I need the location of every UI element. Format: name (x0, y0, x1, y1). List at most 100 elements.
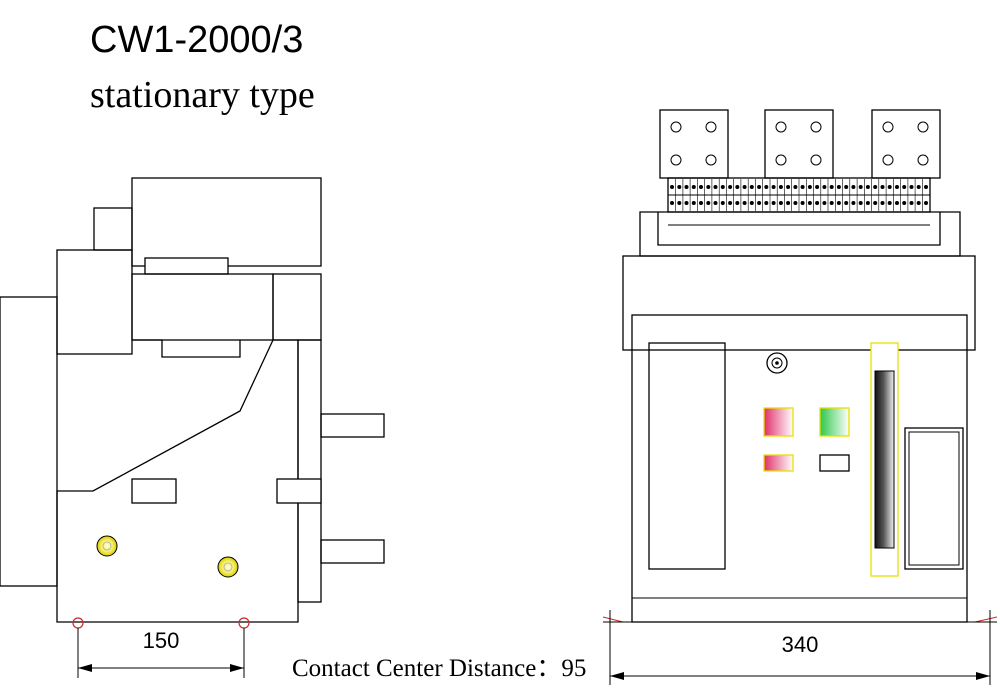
contact-center-marker-right (238, 617, 250, 629)
subtitle: stationary type (90, 74, 315, 116)
terminal-pin (909, 185, 914, 189)
terminal-pin (844, 185, 849, 189)
terminal-pin (865, 185, 870, 189)
terminal-pin (858, 201, 863, 205)
terminal-pin (720, 185, 725, 189)
terminal-pin (851, 201, 856, 205)
terminal-pin (887, 201, 892, 205)
terminal-pin (706, 185, 711, 189)
terminal-pin (880, 201, 885, 205)
title: CW1-2000/3 (90, 19, 303, 61)
terminal-pin (742, 201, 747, 205)
terminal-pin (677, 185, 682, 189)
front-dim-arrow-right-icon (976, 672, 990, 680)
terminal-pin (822, 201, 827, 205)
dim-arrow-left-icon (78, 664, 92, 672)
side-left-block (56, 249, 133, 355)
terminal-strip-pins (670, 179, 928, 211)
terminal-pin (728, 201, 733, 205)
terminal-pin (924, 185, 928, 189)
side-right-block (272, 273, 322, 341)
terminal-pin (916, 201, 921, 205)
terminal-pin (829, 201, 834, 205)
terminal-pin (728, 185, 733, 189)
handle-bar (874, 370, 895, 549)
terminal-pin (670, 201, 674, 205)
terminal-pin (670, 185, 674, 189)
red-small-indicator (763, 454, 794, 472)
terminal-pin (691, 185, 696, 189)
contact-center-marker-left (72, 617, 84, 629)
side-terminal-upper (320, 413, 385, 438)
terminal-pin (778, 201, 783, 205)
side-right-rail (297, 339, 322, 603)
terminal-pin (873, 185, 878, 189)
terminal-pin (749, 185, 754, 189)
terminal-pin (844, 201, 849, 205)
side-middle-block (131, 273, 274, 341)
terminal-pin (677, 201, 682, 205)
terminal-pin (757, 185, 762, 189)
terminal-pin (771, 201, 776, 205)
terminal-pin (800, 201, 805, 205)
terminal-pin (713, 201, 718, 205)
terminal-pin (735, 185, 740, 189)
terminal-pin (771, 185, 776, 189)
terminal-pin (764, 185, 769, 189)
red-off-button (763, 407, 794, 437)
main-body-top (622, 255, 976, 351)
terminal-pin (807, 201, 812, 205)
terminal-pin (829, 185, 834, 189)
terminal-pin (742, 185, 747, 189)
terminal-pin (815, 185, 820, 189)
side-bolt-1-icon (96, 535, 118, 557)
terminal-pin (895, 185, 899, 189)
terminal-pin (836, 185, 841, 189)
terminal-pin (699, 201, 703, 205)
green-on-button (819, 407, 850, 437)
terminal-pin (909, 201, 914, 205)
terminal-pin (793, 185, 798, 189)
terminal-pin (902, 201, 907, 205)
side-dimension-value: 150 (143, 628, 180, 653)
terminal-pin (691, 201, 696, 205)
white-small-indicator (819, 454, 850, 472)
caption: Contact Center Distance：95 (292, 655, 586, 682)
terminal-pin (851, 185, 856, 189)
terminal-pin (815, 201, 820, 205)
busbar-plate-3 (871, 109, 941, 179)
terminal-pin (887, 185, 892, 189)
side-top-housing (131, 177, 322, 267)
terminal-pin (873, 201, 878, 205)
terminal-pin (735, 201, 740, 205)
terminal-pin (786, 185, 791, 189)
terminal-pin (924, 201, 928, 205)
terminal-pin (684, 185, 689, 189)
terminal-pin (880, 185, 885, 189)
side-lower-body (56, 339, 299, 623)
terminal-pin (699, 185, 703, 189)
side-bolt-2-icon (217, 556, 239, 578)
terminal-pin (865, 201, 870, 205)
side-far-left-panel (0, 296, 58, 587)
busbar-plate-1 (659, 109, 729, 179)
terminal-pin (836, 201, 841, 205)
terminal-pin (858, 185, 863, 189)
side-tab-left (131, 478, 177, 504)
terminal-pin (778, 185, 783, 189)
terminal-pin (916, 185, 921, 189)
side-notch (132, 339, 241, 358)
side-upper-bracket (93, 207, 133, 251)
terminal-pin (713, 185, 718, 189)
terminal-pin (764, 201, 769, 205)
terminal-pin (706, 201, 711, 205)
side-terminal-lower (320, 539, 385, 564)
terminal-pin (822, 185, 827, 189)
side-view: 150 (0, 177, 385, 678)
front-dimension-value: 340 (782, 632, 819, 657)
front-dim-arrow-left-icon (610, 672, 624, 680)
terminal-pin (807, 185, 812, 189)
side-tab-right (276, 478, 322, 504)
front-view: 340 (602, 109, 998, 685)
front-left-window (648, 342, 726, 570)
